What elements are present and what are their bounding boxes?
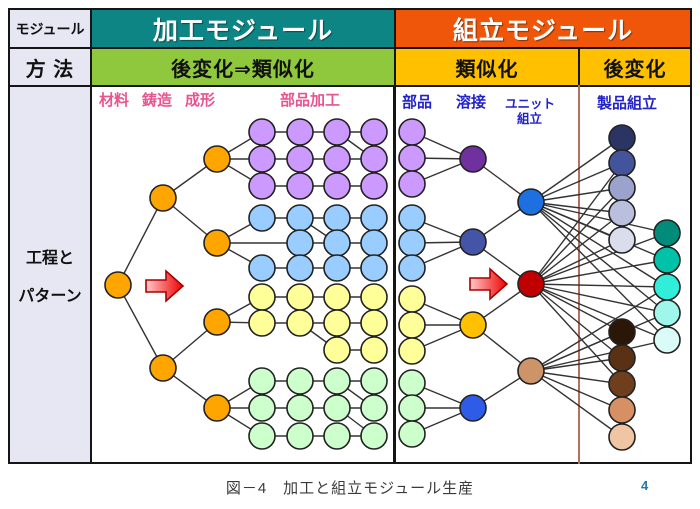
stage-label-forming: 成形 [185,92,216,109]
stage-label-casting: 鋳造 [142,92,173,109]
assembly-similar-method-cell: 類似化 [394,47,580,87]
stage-label-unit-line1: ユニット [505,97,556,111]
stage-label-parts-processing: 部品加工 [280,92,341,109]
process-pattern-label-2: パターン [18,287,82,305]
process-pattern-cell: 工程と パターン [8,85,92,464]
diagram-body-cell [90,85,692,464]
page-number: 4 [641,478,649,493]
module-header-label: モジュール [15,20,85,37]
method-header-cell: 方 法 [8,47,92,87]
stage-label-product-assembly: 製品組立 [597,95,658,112]
figure-caption: 図－4 加工と組立モジュール生産 [225,480,475,497]
stage-label-welding: 溶接 [456,94,487,111]
stage-label-materials: 材料 [99,92,130,109]
stage-label-parts: 部品 [402,94,433,111]
assembly-similar-method-label: 類似化 [455,58,519,81]
panel-divider-line [393,85,396,464]
processing-module-title: 加工モジュール [152,16,334,45]
postchange-divider-line [578,85,580,464]
assembly-postchange-method-cell: 後変化 [578,47,692,87]
module-header-cell: モジュール [8,8,92,49]
process-pattern-label-1: 工程と [25,249,74,267]
stage-label-unit-line2: 組立 [517,112,543,126]
assembly-module-header: 組立モジュール [394,8,692,49]
assembly-postchange-method-label: 後変化 [603,58,667,81]
processing-method-cell: 後変化⇒類似化 [90,47,396,87]
processing-stage-labels: 材料 鋳造 成形 [99,89,215,110]
assembly-module-title: 組立モジュール [452,16,634,45]
processing-method-label: 後変化⇒類似化 [171,58,315,81]
method-header-label: 方 法 [25,58,75,81]
processing-module-header: 加工モジュール [90,8,396,49]
